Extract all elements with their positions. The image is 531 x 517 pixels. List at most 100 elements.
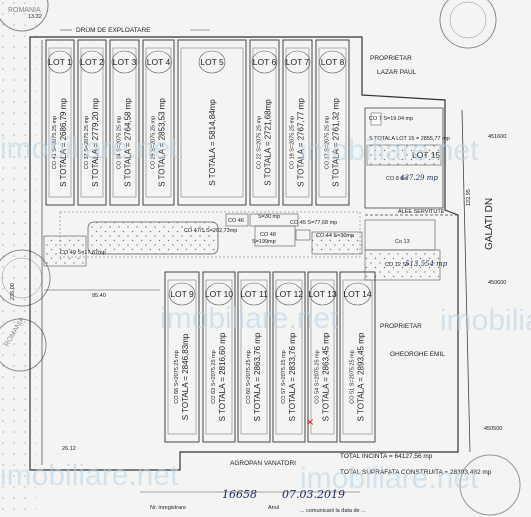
co44-label: CO 44 S=30mp — [316, 233, 354, 239]
road-bottom-label: AGROPAN VANATORI — [230, 460, 296, 467]
bottom-lot-outline — [307, 271, 338, 443]
stamp-number: 16658 — [222, 488, 257, 501]
top-lot-co: CO 41 S=2075.25 mp — [52, 116, 58, 169]
bottom-lot-total: S TOTALA = 2816,60 mp — [218, 332, 227, 421]
bottom-lot-co: CO 57 S=2075.25 mp — [281, 350, 287, 403]
top-lot-label: LOT 8 — [321, 57, 345, 67]
bottom-lot-circle — [344, 282, 371, 306]
owner-name-bottom: GHEORGHE EMIL — [390, 351, 445, 358]
co46-label: CO 46 — [228, 218, 244, 224]
top-lot-co: CO 37 S=2075.25 mp — [84, 116, 90, 169]
top-lot-label: LOT 1 — [48, 57, 72, 67]
services-label: ALEE SERVITUTE — [398, 209, 445, 215]
top-lot-co: CO 34 S=2075.25 mp — [117, 116, 123, 169]
bottom-lot-circle — [240, 282, 268, 306]
top-lot-circle — [47, 50, 73, 74]
bottom-lot-outline — [164, 271, 200, 443]
total-incinta: TOTAL INCINTA = 64127,56 mp — [340, 453, 433, 460]
top-lot-total: S TOTALA = 2761,32 mp — [332, 98, 341, 187]
bottom-lot-circle — [275, 282, 303, 306]
bottom-lot-total: S TOTALA = 2846,83mp — [181, 333, 190, 420]
stamp-note: ... comunicarii la data de ... — [300, 508, 366, 514]
bottom-lot-label: LOT 9 — [170, 289, 194, 299]
red-x-mark: × — [306, 417, 314, 428]
co45-label: CO 45 S=77,68 mp — [290, 220, 337, 226]
stamp-anul: Anul — [268, 505, 279, 511]
svg-text:imobiliare.net: imobiliare.net — [300, 462, 479, 495]
total-construita: TOTAL SUPRAFATA CONSTRUITA = 28303,482 m… — [340, 469, 492, 476]
stamp-date: 07.03.2019 — [282, 488, 345, 501]
top-lot-total: S TOTALA = 2764,58 mp — [124, 98, 133, 187]
right-parcel — [364, 107, 444, 209]
co13-label: Co 13 — [395, 239, 410, 245]
svg-text:imobiliare.net: imobiliare.net — [0, 132, 179, 165]
top-lot-outline — [177, 39, 247, 206]
bottom-lot-inner — [310, 279, 335, 435]
top-lot-outline — [77, 39, 107, 206]
top-lot-inner — [48, 47, 72, 198]
svg-text:ROMANIA: ROMANIA — [8, 7, 41, 14]
bottom-lot-inner — [205, 279, 233, 435]
top-lot-outline — [315, 39, 350, 206]
svg-text:imobiliare.net: imobiliare.net — [300, 134, 479, 167]
svg-text:imobiliare.net: imobiliare.net — [0, 459, 179, 492]
svg-text:imobiliare.net: imobiliare.net — [160, 302, 339, 335]
dim-122: 122.95 — [466, 189, 472, 206]
top-lot-inner — [112, 47, 137, 198]
dim-450500: 450500 — [484, 426, 502, 432]
co12-building — [364, 249, 441, 281]
bottom-lot-label: LOT 14 — [343, 289, 371, 299]
co49-label: CO 49 S=17,87mp — [60, 250, 106, 256]
owner-name-top: LAZAR PAUL — [377, 69, 417, 76]
top-lot-total: S TOTALA = 2853,53 mp — [158, 98, 167, 187]
dim-235: 235.00 — [10, 283, 16, 300]
top-lot-label: LOT 7 — [286, 57, 310, 67]
top-lot-total: S TOTALA = 2686,79 mp — [59, 98, 68, 187]
dim-9540: 95.40 — [92, 293, 106, 299]
bottom-lot-label: LOT 13 — [308, 289, 336, 299]
top-lot-outline — [249, 39, 280, 206]
owner-label-top: PROPRIETAR — [370, 55, 412, 62]
s199-label: S=199mp — [252, 239, 276, 245]
bottom-lot-label: LOT 11 — [240, 289, 268, 299]
top-lot-outline — [282, 39, 313, 206]
top-lot-outline — [45, 39, 75, 206]
bottom-lot-co: CO 66 S=2075.25 mp — [174, 350, 180, 403]
bottom-lot-outline — [237, 271, 271, 443]
bottom-lot-total: S TOTALA = 2863,45 mp — [322, 332, 331, 421]
road-right-label: GALATI DN — [484, 198, 495, 250]
co12-label: CO 12 S= — [385, 262, 409, 268]
bottom-lot-inner — [275, 279, 303, 435]
bottom-lot-label: LOT 10 — [205, 289, 233, 299]
lot15-label: LOT 15 — [412, 150, 440, 160]
top-lot-inner — [80, 47, 104, 198]
dim-451600: 451600 — [488, 134, 506, 140]
top-lot-co: CO 17 S=2075.25 mp — [325, 116, 331, 169]
top-lot-co: CO 19 S=2075.25 mp — [290, 116, 296, 169]
lot15-building — [366, 144, 442, 166]
bottom-lot-inner — [167, 279, 197, 435]
bottom-lot-co: CO 51 S=2075.25 mp — [350, 350, 356, 403]
bottom-lot-total: S TOTALA = 2863,76 mp — [253, 332, 262, 421]
bottom-lot-outline — [272, 271, 306, 443]
dim-top-left: 13.32 — [28, 14, 42, 20]
top-lot-co: CO 22 S=2075.25 mp — [257, 116, 263, 169]
middle-zone — [59, 211, 361, 258]
bottom-lot-outline — [339, 271, 376, 443]
top-lot-circle — [251, 50, 278, 74]
co47-label: CO 47/1 S=202,73mp — [184, 228, 237, 234]
bottom-lot-co: CO 63 S=2075.25 mp — [211, 350, 217, 403]
stamp-inregistrare: Nr. inregistrare — [150, 505, 186, 511]
